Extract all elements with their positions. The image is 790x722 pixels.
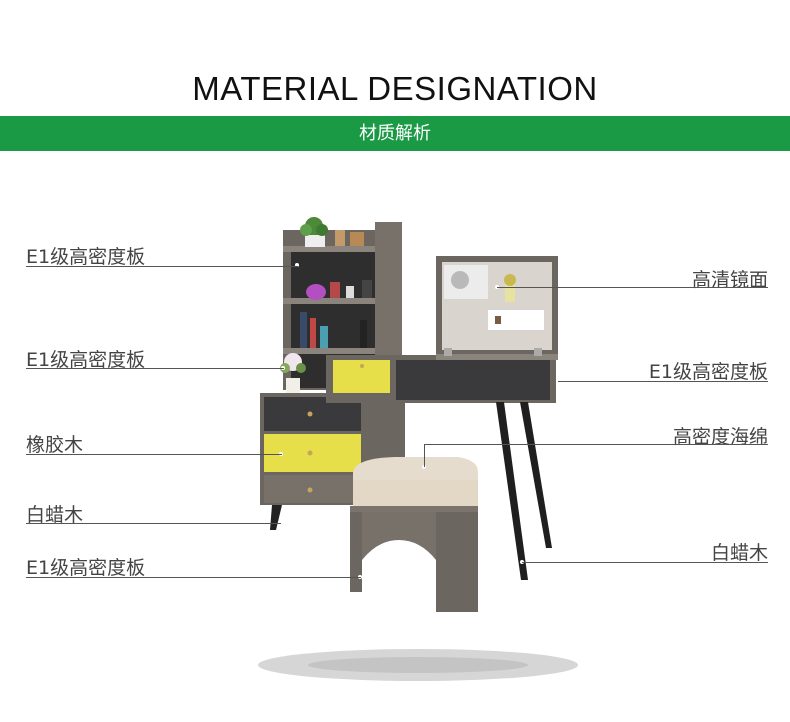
label-ash-wood-left: 白蜡木 [26,504,84,526]
leader-line [26,454,282,455]
leader-line [26,266,298,267]
label-hd-sponge: 高密度海绵 [672,426,768,448]
leader-line [424,444,768,445]
section-subtitle: 材质解析 [359,123,431,144]
label-e1-board-top: E1级高密度板 [26,349,146,371]
label-e1-board-stool: E1级高密度板 [26,557,146,579]
stool [350,457,478,612]
flip-mirror [436,256,558,360]
leader-line [522,562,768,563]
leader-line [497,287,768,288]
label-rubberwood: 橡胶木 [26,434,84,456]
leader-line [26,368,284,369]
label-ash-wood-right: 白蜡木 [710,542,768,564]
label-e1-board-right: E1级高密度板 [648,361,768,383]
leader-line [558,381,768,382]
leader-line [26,577,361,578]
leader-line [26,523,281,524]
page-title: MATERIAL DESIGNATION [192,70,598,107]
label-hd-mirror: 高清镜面 [691,269,768,291]
leader-line-vertical [424,444,425,467]
label-e1-board-bookshelf: E1级高密度板 [26,246,146,268]
section-band: 材质解析 [0,116,790,151]
